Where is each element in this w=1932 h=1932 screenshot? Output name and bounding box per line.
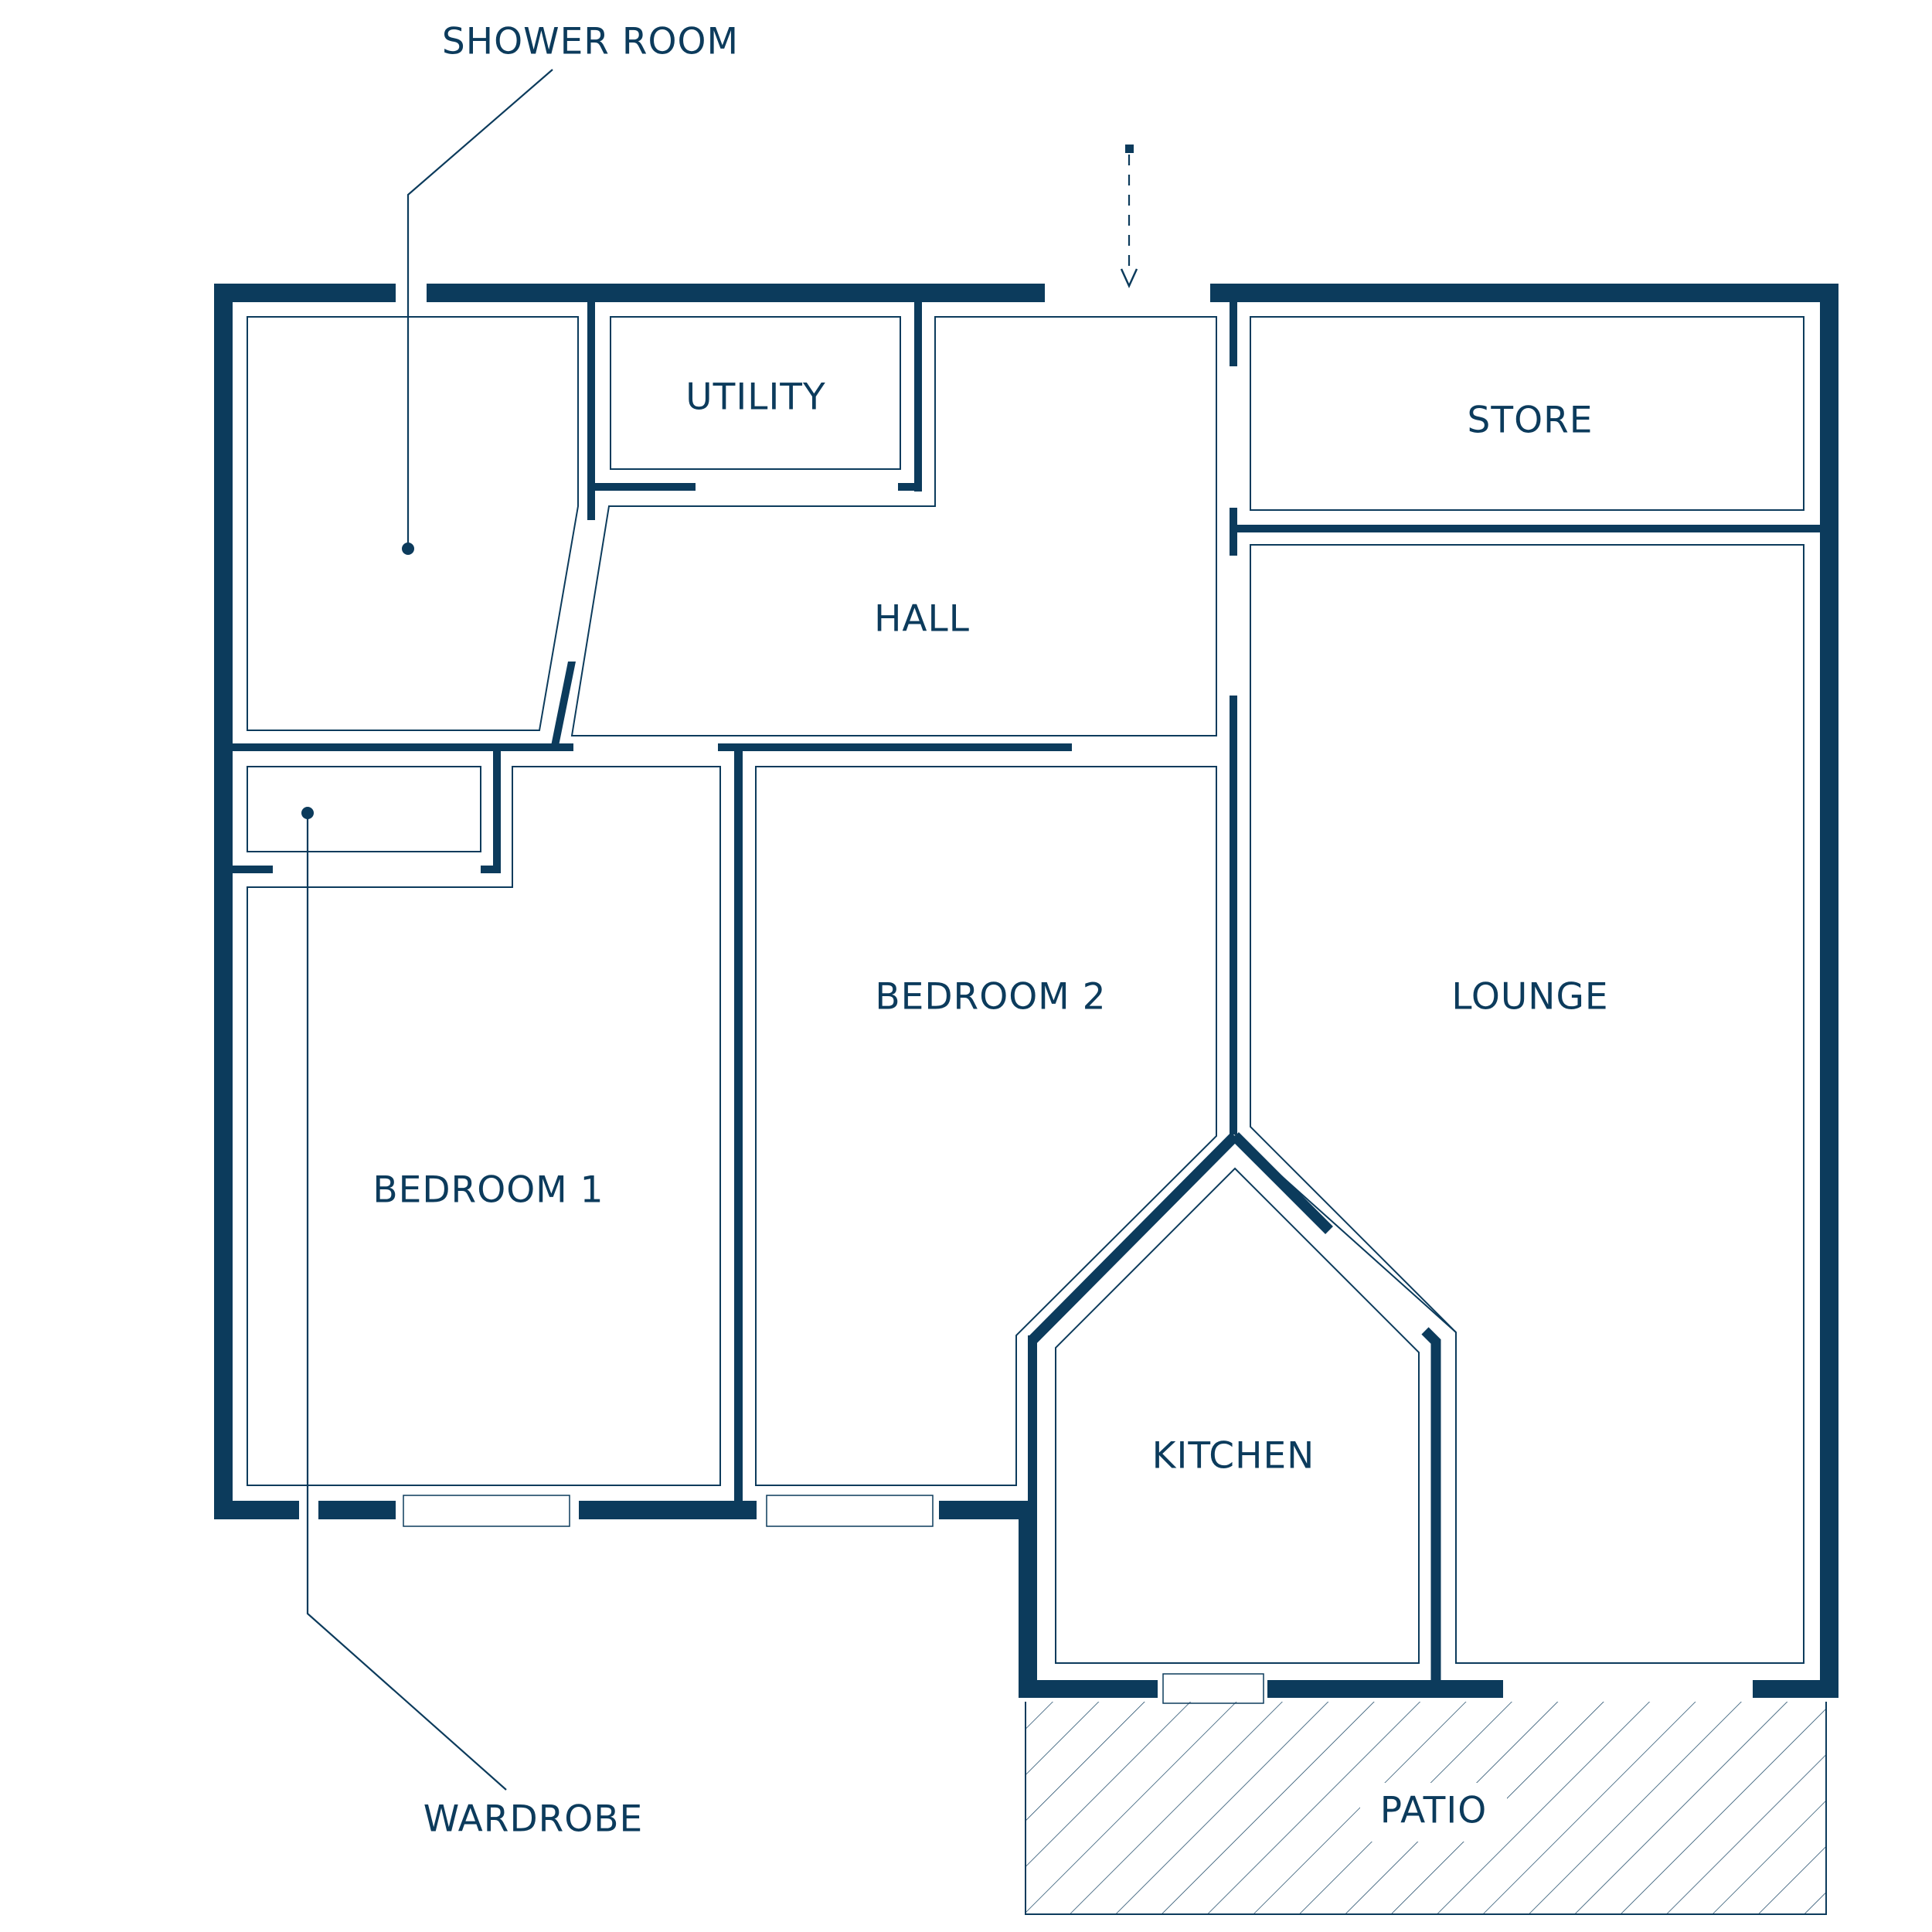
store-outline xyxy=(1250,316,1804,511)
bedroom-1-label: BEDROOM 1 xyxy=(372,1169,604,1212)
kitchen-label: KITCHEN xyxy=(1152,1435,1315,1478)
utility-outline xyxy=(610,316,901,470)
wardrobe-outline xyxy=(247,766,481,852)
patio-label-backdrop xyxy=(1360,1783,1507,1842)
shower-room-leader xyxy=(406,69,553,547)
kitchen-window xyxy=(1162,1673,1264,1704)
dashed-arrow-down-icon xyxy=(1120,145,1138,289)
bedroom-1-outline xyxy=(247,766,721,1486)
lounge-outline xyxy=(1250,544,1804,1664)
store-label: STORE xyxy=(1468,400,1594,442)
shower-room-leader-dot xyxy=(402,543,414,555)
lounge-label: LOUNGE xyxy=(1451,976,1608,1019)
windows xyxy=(403,1495,1264,1704)
room-labels: SHOWER ROOM UTILITY HALL STORE BEDROOM 1… xyxy=(372,21,1608,1841)
shower-room-outline xyxy=(247,316,579,731)
wardrobe-leader xyxy=(306,813,507,1791)
hall-label: HALL xyxy=(874,598,970,641)
shower-room-label: SHOWER ROOM xyxy=(442,21,739,63)
bedroom-1-window xyxy=(403,1495,570,1527)
patio-area xyxy=(1025,1702,1827,1915)
wardrobe-leader-dot xyxy=(301,807,314,819)
patio-label: PATIO xyxy=(1380,1790,1487,1832)
hall-outline xyxy=(570,316,1217,736)
bedroom-2-label: BEDROOM 2 xyxy=(875,976,1106,1019)
bedroom-2-window xyxy=(766,1495,934,1527)
walls xyxy=(214,284,1838,1698)
patio-outline xyxy=(1025,1702,1827,1915)
callout-leaders xyxy=(301,69,553,1791)
utility-label: UTILITY xyxy=(685,376,825,419)
bedroom-2-outline xyxy=(755,766,1217,1486)
wardrobe-label: WARDROBE xyxy=(423,1798,644,1841)
kitchen-outline xyxy=(1055,1167,1420,1664)
